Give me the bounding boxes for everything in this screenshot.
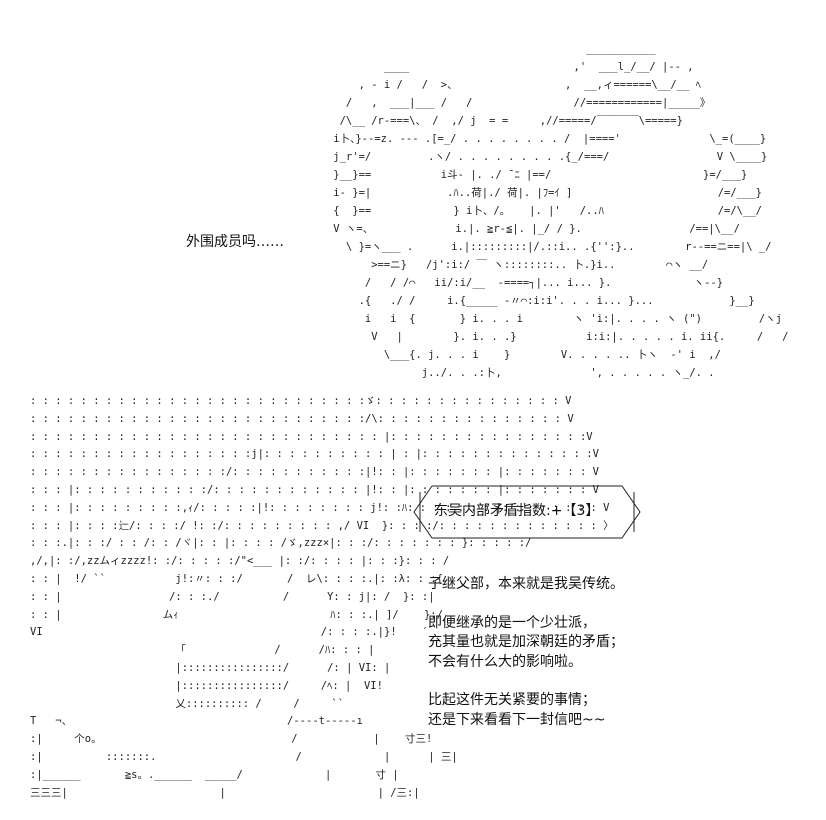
narration-block: 子继父部，本来就是我吴传统。 即便继承的是一个少壮派， 充其量也就是加深朝廷的矛… — [428, 575, 624, 730]
character-ascii-art: : : : : : : : : : : : : : : : : : : : : … — [30, 395, 614, 799]
narration-line: 不会有什么大的影响啦。 — [428, 653, 582, 670]
outer-members-caption: 外围成员吗…… — [186, 234, 284, 250]
narration-line: 比起这件无关紧要的事情； — [428, 692, 596, 708]
speech-box-frame — [413, 485, 641, 539]
contradiction-index-text: 东吴内部矛盾指数:+【3】 — [434, 501, 599, 521]
contradiction-index-label: 东吴内部矛盾指数: — [434, 503, 551, 519]
narration-line: 还是下来看看下一封信吧~~ — [428, 711, 606, 728]
narration-line: 充其量也就是加深朝廷的矛盾； — [428, 634, 624, 650]
narration-line: 即便继承的是一个少壮派， — [428, 614, 596, 631]
narration-line: 子继父部，本来就是我吴传统。 — [428, 576, 624, 592]
contradiction-index-value: +【3】 — [550, 503, 600, 519]
contradiction-index-box: 东吴内部矛盾指数:+【3】 — [412, 484, 642, 540]
bear-ascii-art: ___________ ____ ,' ___l_/__/ |-- , , - … — [333, 43, 789, 379]
